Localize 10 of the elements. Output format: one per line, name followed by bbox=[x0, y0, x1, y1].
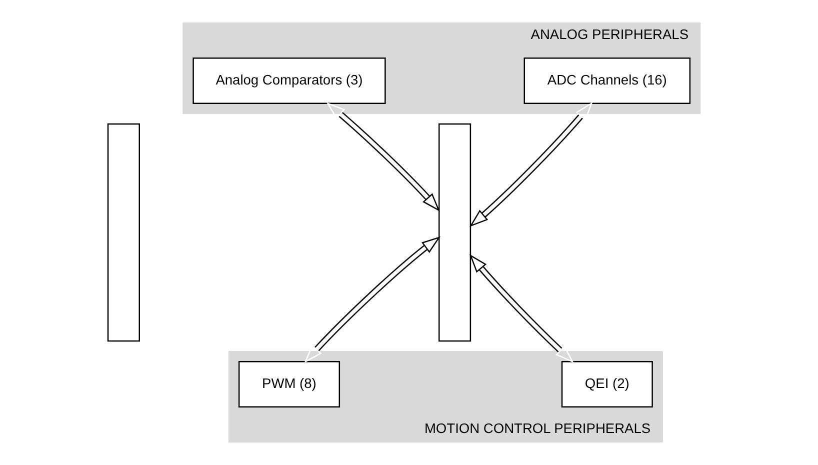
arrow bbox=[469, 254, 574, 363]
arrow bbox=[304, 236, 440, 364]
arrow bbox=[326, 102, 440, 212]
arrow bbox=[470, 102, 593, 227]
node-box: PWM (8) bbox=[238, 361, 340, 408]
node-box: ADC Channels (16) bbox=[524, 58, 691, 104]
node-box: Analog Comparators (3) bbox=[192, 58, 386, 104]
node-bar bbox=[107, 123, 140, 342]
node-bar bbox=[438, 123, 472, 342]
node-box: QEI (2) bbox=[561, 361, 653, 408]
